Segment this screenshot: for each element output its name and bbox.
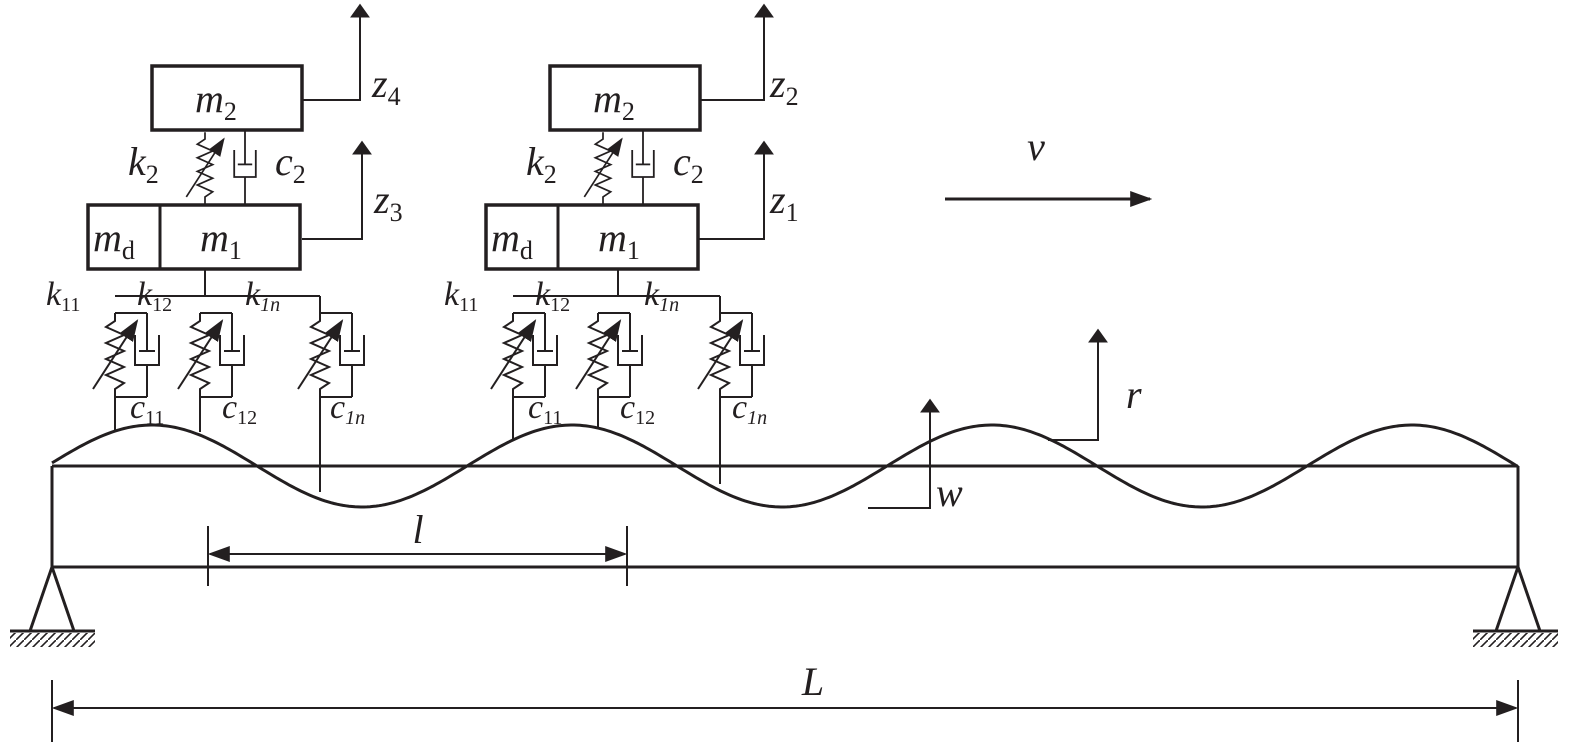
label-z2: z2 [769, 61, 799, 111]
label-m1-right: m1 [598, 215, 640, 265]
wheel-spacing-dimension [207, 526, 628, 586]
label-m1-left: m1 [200, 215, 242, 265]
label-k2-right: k2 [526, 139, 557, 189]
label-c2-left: c2 [275, 139, 306, 189]
label-L: L [801, 659, 824, 704]
label-c12-right: c12 [620, 389, 655, 429]
roughness-arrow-icon [1048, 328, 1108, 441]
label-v: v [1027, 124, 1045, 169]
deflection-arrow-icon [868, 398, 940, 509]
pin-support-icon [1473, 562, 1558, 647]
label-md-right: md [491, 215, 533, 265]
label-k12-left: k12 [137, 276, 172, 316]
label-k1n-right: k1n [644, 276, 679, 316]
label-c1n-left: c1n [330, 389, 365, 429]
label-k11-left: k11 [46, 276, 80, 316]
mass-m2-left [150, 64, 304, 132]
mass-m1-left [86, 203, 302, 271]
label-z1: z1 [769, 177, 799, 227]
label-l: l [412, 507, 423, 552]
label-w: w [936, 470, 963, 515]
vehicle-left [86, 3, 372, 492]
label-m2-right: m2 [593, 76, 635, 126]
vehicle-right [484, 3, 774, 484]
label-r: r [1126, 372, 1142, 417]
label-md-left: md [93, 215, 135, 265]
label-c12-left: c12 [222, 389, 257, 429]
label-z4: z4 [371, 61, 401, 111]
span-length-dimension [51, 680, 1519, 742]
label-k1n-left: k1n [245, 276, 280, 316]
label-z3: z3 [373, 177, 403, 227]
label-c2-right: c2 [673, 139, 704, 189]
label-k12-right: k12 [535, 276, 570, 316]
label-c11-right: c11 [528, 389, 562, 429]
label-c11-left: c11 [130, 389, 164, 429]
label-m2-left: m2 [195, 76, 237, 126]
road-roughness-curve [51, 423, 1519, 509]
label-c1n-right: c1n [732, 389, 767, 429]
mass-m2-right [548, 64, 702, 132]
mass-m1-right [484, 203, 700, 271]
pin-support-icon [10, 562, 95, 647]
bridge-beam [50, 464, 1520, 569]
label-k2-left: k2 [128, 139, 159, 189]
label-k11-right: k11 [444, 276, 478, 316]
